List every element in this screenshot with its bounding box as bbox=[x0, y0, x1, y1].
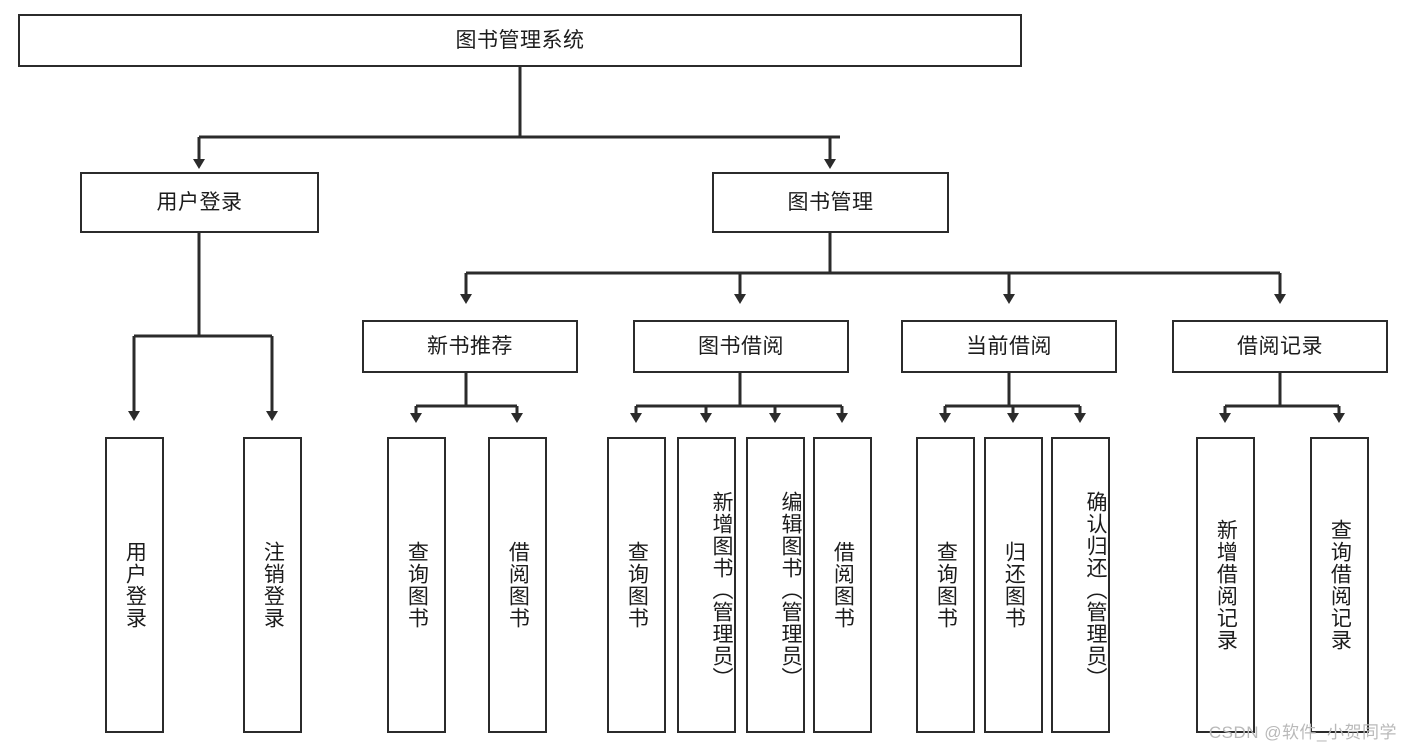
node-leaf-user-login-label: 用户登录 bbox=[123, 541, 147, 629]
node-leaf-borrow-book-2[interactable]: 借阅图书 bbox=[813, 437, 872, 733]
csdn-watermark: CSDN @软件_小贺同学 bbox=[1208, 723, 1397, 742]
node-leaf-borrow-book-1[interactable]: 借阅图书 bbox=[488, 437, 547, 733]
node-leaf-borrow-book-2-label: 借阅图书 bbox=[831, 541, 855, 629]
node-leaf-user-login[interactable]: 用户登录 bbox=[105, 437, 164, 733]
node-leaf-edit-book[interactable]: 编辑图书（管理员） bbox=[746, 437, 805, 733]
node-current-borrow-label: 当前借阅 bbox=[966, 334, 1052, 358]
edges-newbook-to-leaves bbox=[410, 373, 523, 423]
edges-root-to-level1 bbox=[193, 67, 840, 169]
node-leaf-confirm-return-label: 确认归还（管理员） bbox=[1084, 491, 1107, 689]
node-leaf-return-book-label: 归还图书 bbox=[1002, 541, 1026, 629]
node-leaf-add-book[interactable]: 新增图书（管理员） bbox=[677, 437, 736, 733]
node-leaf-query-book-2-label: 查询图书 bbox=[625, 541, 649, 629]
node-leaf-query-book-1[interactable]: 查询图书 bbox=[387, 437, 446, 733]
node-leaf-query-book-2[interactable]: 查询图书 bbox=[607, 437, 666, 733]
node-leaf-query-record[interactable]: 查询借阅记录 bbox=[1310, 437, 1369, 733]
node-leaf-add-record-label: 新增借阅记录 bbox=[1214, 519, 1238, 651]
node-leaf-query-book-3-label: 查询图书 bbox=[934, 541, 958, 629]
node-leaf-edit-book-label: 编辑图书（管理员） bbox=[779, 491, 802, 689]
node-user-login-label: 用户登录 bbox=[156, 190, 243, 214]
node-leaf-query-book-1-label: 查询图书 bbox=[405, 541, 429, 629]
edges-currentborrow-to-leaves bbox=[939, 373, 1086, 423]
node-book-borrow[interactable]: 图书借阅 bbox=[633, 320, 849, 373]
edges-borrowrecord-to-leaves bbox=[1219, 373, 1345, 423]
node-leaf-add-record[interactable]: 新增借阅记录 bbox=[1196, 437, 1255, 733]
node-user-login[interactable]: 用户登录 bbox=[80, 172, 319, 233]
node-root[interactable]: 图书管理系统 bbox=[18, 14, 1022, 67]
node-book-manage[interactable]: 图书管理 bbox=[712, 172, 949, 233]
node-leaf-confirm-return[interactable]: 确认归还（管理员） bbox=[1051, 437, 1110, 733]
node-new-book-rec-label: 新书推荐 bbox=[427, 334, 513, 358]
node-borrow-record-label: 借阅记录 bbox=[1237, 334, 1323, 358]
node-leaf-user-logout[interactable]: 注销登录 bbox=[243, 437, 302, 733]
node-current-borrow[interactable]: 当前借阅 bbox=[901, 320, 1117, 373]
node-leaf-query-book-3[interactable]: 查询图书 bbox=[916, 437, 975, 733]
edges-bookmanage-to-level2 bbox=[460, 233, 1286, 304]
node-new-book-rec[interactable]: 新书推荐 bbox=[362, 320, 578, 373]
node-leaf-return-book[interactable]: 归还图书 bbox=[984, 437, 1043, 733]
node-leaf-query-record-label: 查询借阅记录 bbox=[1328, 519, 1352, 651]
node-leaf-borrow-book-1-label: 借阅图书 bbox=[506, 541, 530, 629]
node-borrow-record[interactable]: 借阅记录 bbox=[1172, 320, 1388, 373]
edges-userlogin-to-leaves bbox=[128, 233, 278, 421]
node-book-borrow-label: 图书借阅 bbox=[698, 334, 784, 358]
node-root-label: 图书管理系统 bbox=[455, 28, 585, 52]
edges-bookborrow-to-leaves bbox=[630, 373, 848, 423]
node-book-manage-label: 图书管理 bbox=[787, 190, 874, 214]
node-leaf-user-logout-label: 注销登录 bbox=[261, 541, 285, 629]
node-leaf-add-book-label: 新增图书（管理员） bbox=[710, 491, 733, 689]
